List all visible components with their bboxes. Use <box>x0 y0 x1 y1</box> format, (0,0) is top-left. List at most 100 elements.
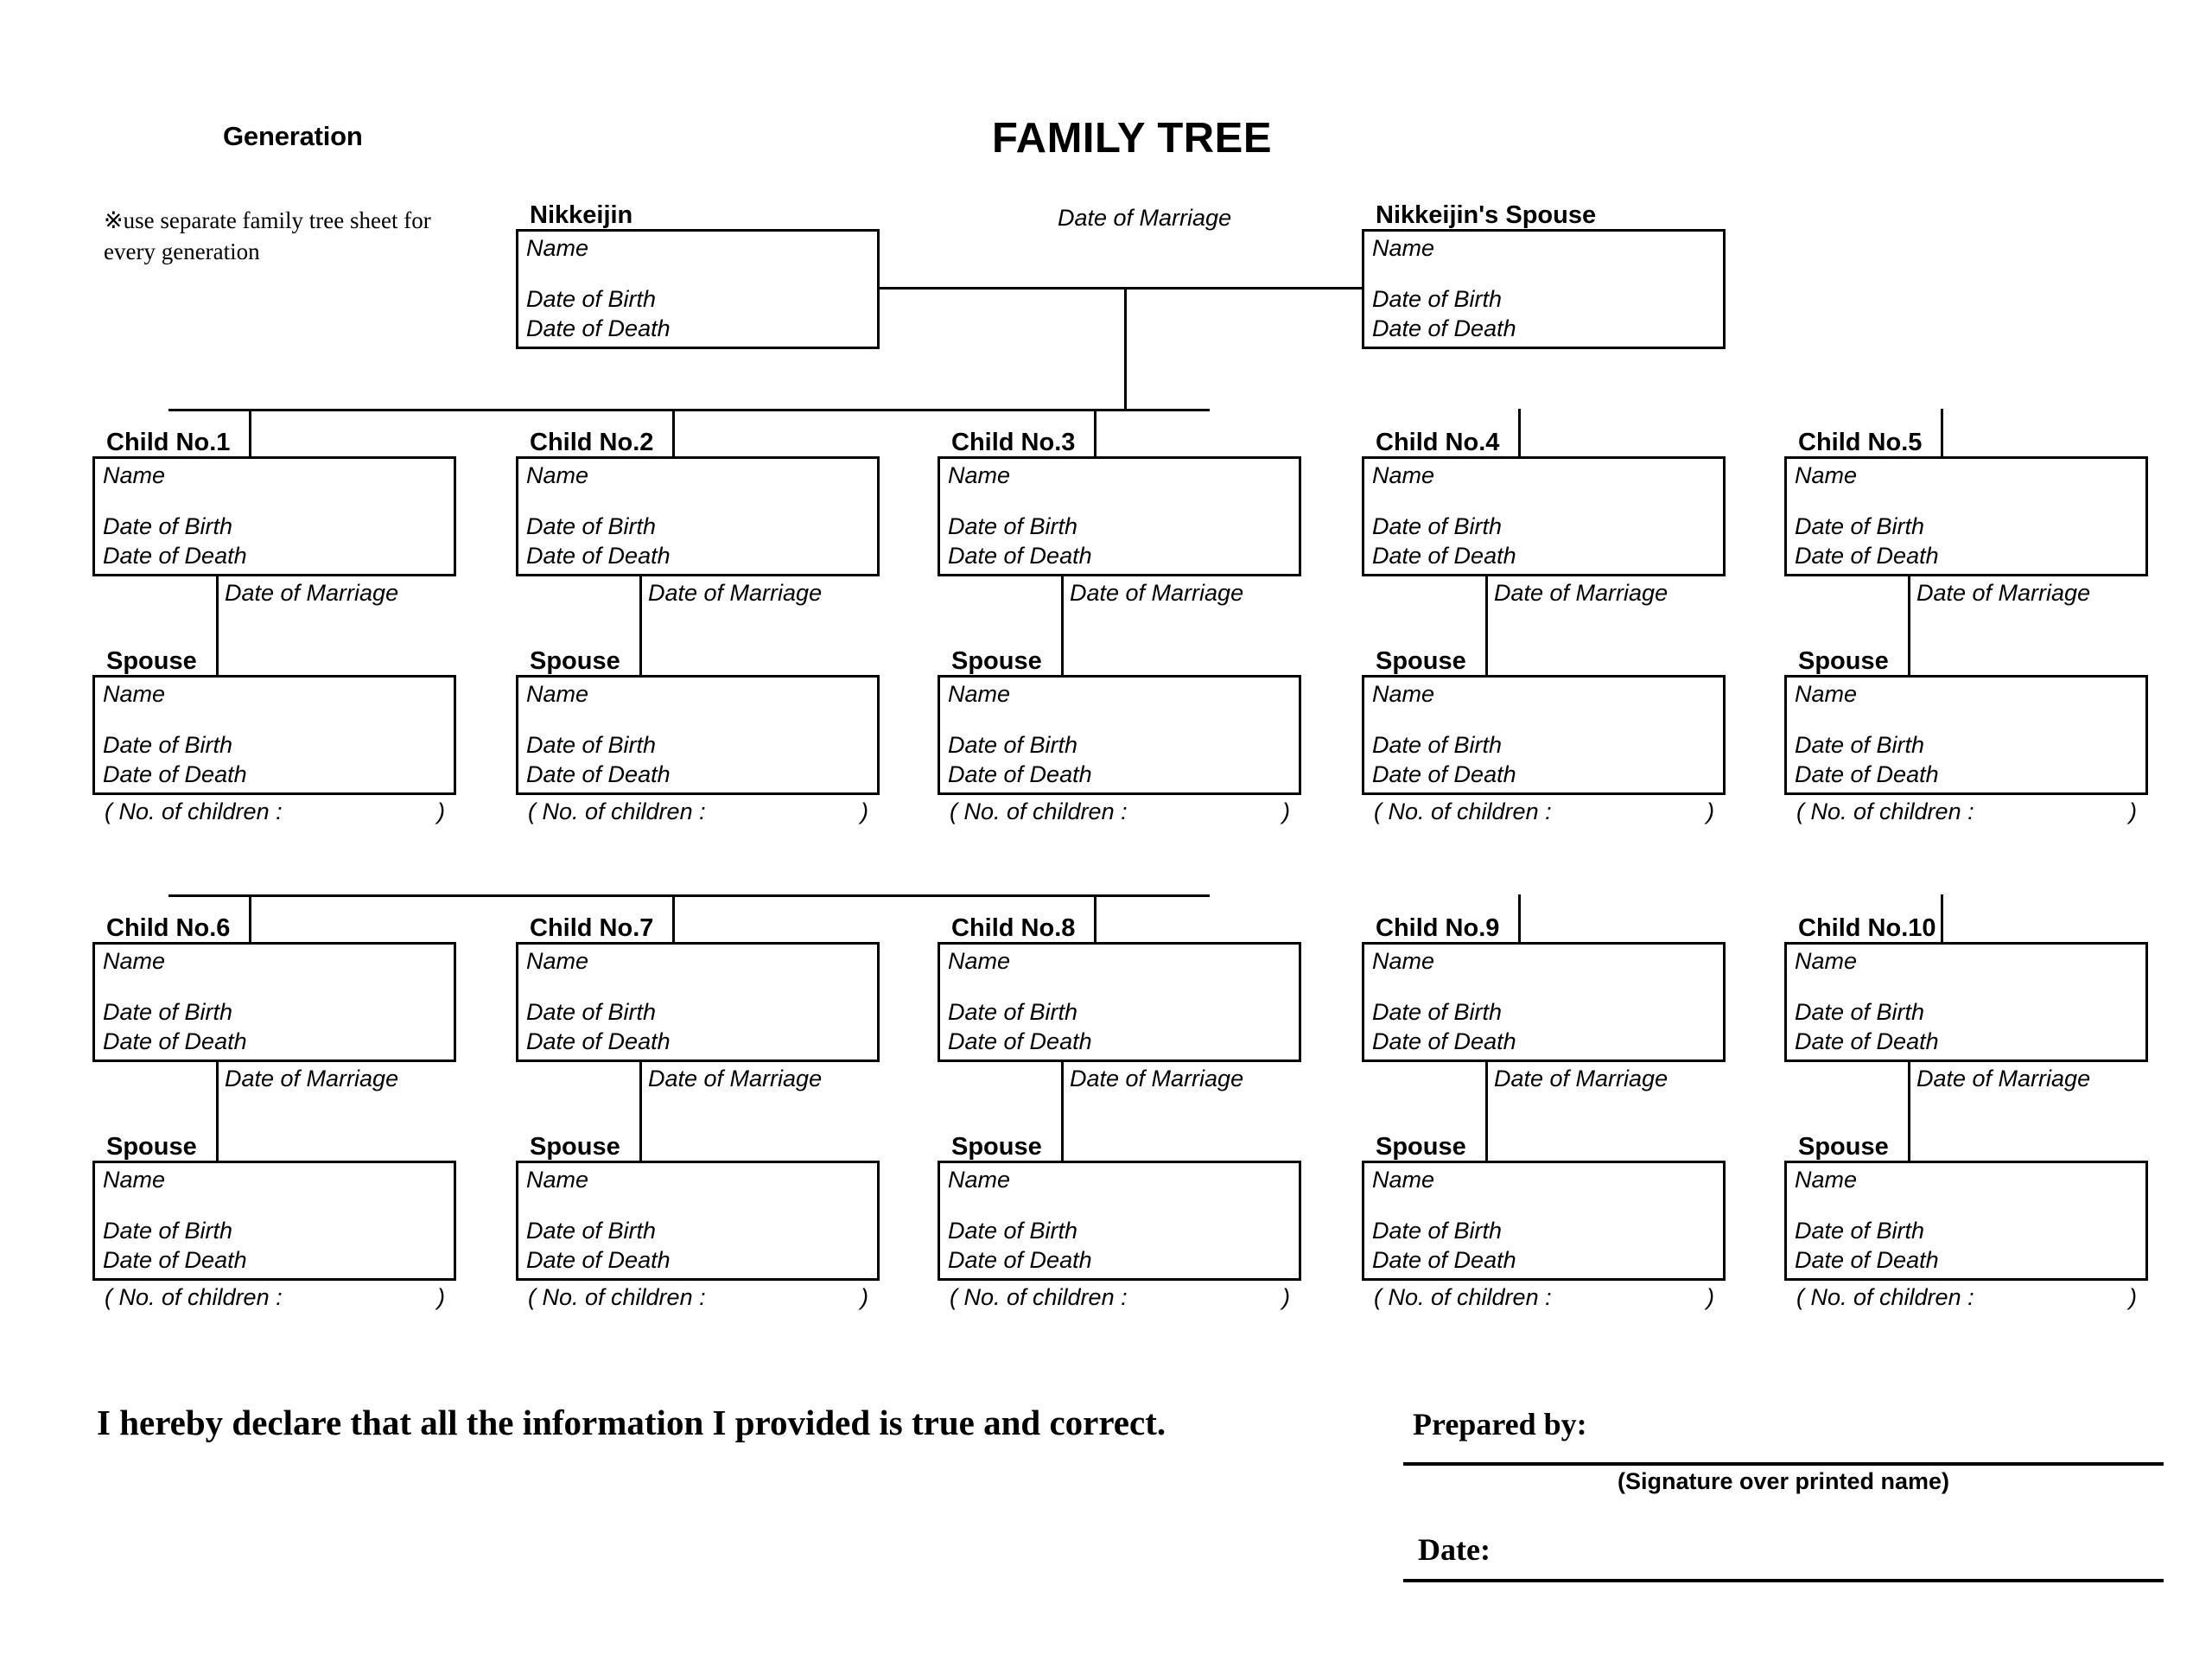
spouse-dod-field-7[interactable]: Date of Death <box>526 1247 671 1273</box>
nikkeijin-spouse-dod-field[interactable]: Date of Death <box>1372 315 1516 341</box>
spouse-dob-field-2[interactable]: Date of Birth <box>526 732 657 758</box>
child-dob-field-10[interactable]: Date of Birth <box>1795 999 1925 1025</box>
child-dod-field-8[interactable]: Date of Death <box>948 1028 1092 1054</box>
spouse-dod-field-6[interactable]: Date of Death <box>103 1247 247 1273</box>
spouse-dod-field-1[interactable]: Date of Death <box>103 761 247 787</box>
spouse-name-field-2[interactable]: Name <box>526 681 589 707</box>
children-count-9[interactable]: ( No. of children :) <box>1374 1284 1726 1311</box>
spouse-dob-field-9[interactable]: Date of Birth <box>1372 1218 1503 1244</box>
child-name-field-6[interactable]: Name <box>103 948 166 974</box>
spouse-dod-field-2[interactable]: Date of Death <box>526 761 671 787</box>
child-name-field-2[interactable]: Name <box>526 462 589 488</box>
spouse-dob-field-5[interactable]: Date of Birth <box>1795 732 1925 758</box>
spouse-dob-field-7[interactable]: Date of Birth <box>526 1218 657 1244</box>
spouse-dod-field-5[interactable]: Date of Death <box>1795 761 1939 787</box>
children-count-3[interactable]: ( No. of children :) <box>950 799 1301 825</box>
child-dob-field-1[interactable]: Date of Birth <box>103 513 233 539</box>
child-name-field-4[interactable]: Name <box>1372 462 1435 488</box>
spouse-dob-field-4[interactable]: Date of Birth <box>1372 732 1503 758</box>
children-count-7[interactable]: ( No. of children :) <box>528 1284 880 1311</box>
child-name-field-7[interactable]: Name <box>526 948 589 974</box>
children-count-8[interactable]: ( No. of children :) <box>950 1284 1301 1311</box>
child-dod-field-2[interactable]: Date of Death <box>526 543 671 569</box>
spouse-dod-field-8[interactable]: Date of Death <box>948 1247 1092 1273</box>
spouse-name-field-7[interactable]: Name <box>526 1167 589 1193</box>
child-dod-field-3[interactable]: Date of Death <box>948 543 1092 569</box>
spouse-name-field-10[interactable]: Name <box>1795 1167 1858 1193</box>
child-dob-field-5[interactable]: Date of Birth <box>1795 513 1925 539</box>
spouse-name-field-9[interactable]: Name <box>1372 1167 1435 1193</box>
spouse-name-field-8[interactable]: Name <box>948 1167 1011 1193</box>
child-dob-field-9[interactable]: Date of Birth <box>1372 999 1503 1025</box>
children-count-10[interactable]: ( No. of children :) <box>1796 1284 2148 1311</box>
spouse-name-field-3[interactable]: Name <box>948 681 1011 707</box>
child-dob-field-7[interactable]: Date of Birth <box>526 999 657 1025</box>
nikkeijin-dob-field[interactable]: Date of Birth <box>526 286 657 312</box>
nikkeijin-spouse-dob-field[interactable]: Date of Birth <box>1372 286 1503 312</box>
child-name-field-9[interactable]: Name <box>1372 948 1435 974</box>
spouse-dod-field-9[interactable]: Date of Death <box>1372 1247 1516 1273</box>
child-dob-field-8[interactable]: Date of Birth <box>948 999 1078 1025</box>
children-count-4[interactable]: ( No. of children :) <box>1374 799 1726 825</box>
spouse-name-field-5[interactable]: Name <box>1795 681 1858 707</box>
spouse-dod-field-3[interactable]: Date of Death <box>948 761 1092 787</box>
child-dod-field-4[interactable]: Date of Death <box>1372 543 1516 569</box>
nikkeijin-spouse-box[interactable]: Name Date of Birth Date of Death <box>1362 229 1726 349</box>
spouse-dob-field-6[interactable]: Date of Birth <box>103 1218 233 1244</box>
child-dod-field-1[interactable]: Date of Death <box>103 543 247 569</box>
nikkeijin-dod-field[interactable]: Date of Death <box>526 315 671 341</box>
child-dob-field-3[interactable]: Date of Birth <box>948 513 1078 539</box>
date-line[interactable] <box>1403 1579 2164 1582</box>
nikkeijin-box[interactable]: Name Date of Birth Date of Death <box>516 229 880 349</box>
spouse-dob-field-8[interactable]: Date of Birth <box>948 1218 1078 1244</box>
child-name-field-5[interactable]: Name <box>1795 462 1858 488</box>
spouse-dod-field-4[interactable]: Date of Death <box>1372 761 1516 787</box>
children-count-5[interactable]: ( No. of children :) <box>1796 799 2148 825</box>
child-dod-field-9[interactable]: Date of Death <box>1372 1028 1516 1054</box>
child-dob-field-2[interactable]: Date of Birth <box>526 513 657 539</box>
nikkeijin-spouse-name-field[interactable]: Name <box>1372 235 1435 261</box>
spouse-dob-field-1[interactable]: Date of Birth <box>103 732 233 758</box>
children-count-6[interactable]: ( No. of children :) <box>105 1284 456 1311</box>
nikkeijin-name-field[interactable]: Name <box>526 235 589 261</box>
child-dod-field-6[interactable]: Date of Death <box>103 1028 247 1054</box>
child-name-field-10[interactable]: Name <box>1795 948 1858 974</box>
spouse-dob-field-3[interactable]: Date of Birth <box>948 732 1078 758</box>
prepared-by-signature-line[interactable] <box>1403 1462 2164 1466</box>
child-name-field-8[interactable]: Name <box>948 948 1011 974</box>
child-dob-field-6[interactable]: Date of Birth <box>103 999 233 1025</box>
children-count-1[interactable]: ( No. of children :) <box>105 799 456 825</box>
child-name-field-3[interactable]: Name <box>948 462 1011 488</box>
spouse-name-field-4[interactable]: Name <box>1372 681 1435 707</box>
child-dob-field-4[interactable]: Date of Birth <box>1372 513 1503 539</box>
spouse-name-field-6[interactable]: Name <box>103 1167 166 1193</box>
spouse-dob-field-10[interactable]: Date of Birth <box>1795 1218 1925 1244</box>
child-dod-field-5[interactable]: Date of Death <box>1795 543 1939 569</box>
child-dod-field-7[interactable]: Date of Death <box>526 1028 671 1054</box>
child-dod-field-10[interactable]: Date of Death <box>1795 1028 1939 1054</box>
spouse-name-field-1[interactable]: Name <box>103 681 166 707</box>
child-name-field-1[interactable]: Name <box>103 462 166 488</box>
children-count-2[interactable]: ( No. of children :) <box>528 799 880 825</box>
spouse-dod-field-10[interactable]: Date of Death <box>1795 1247 1939 1273</box>
